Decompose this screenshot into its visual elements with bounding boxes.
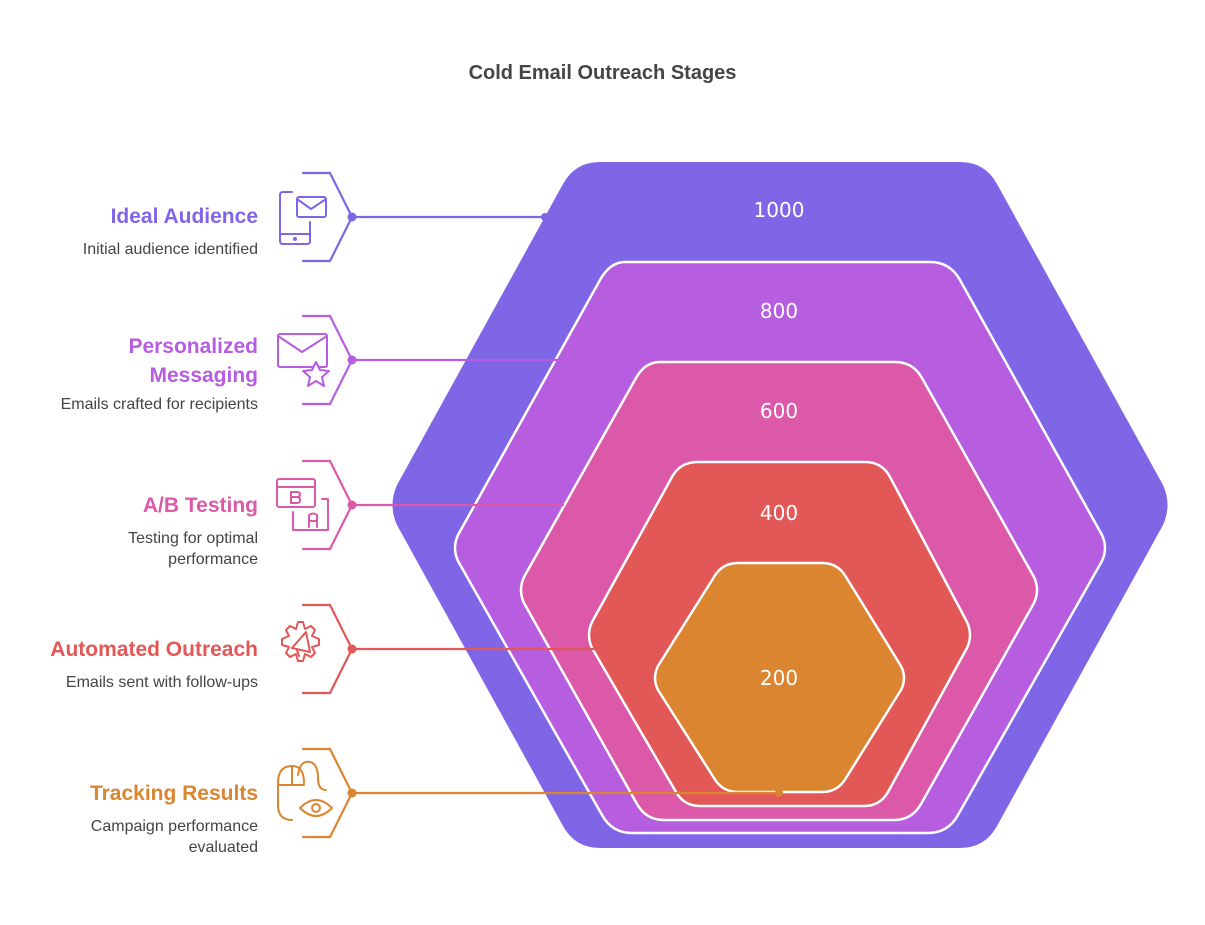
stage-label: A/B Testing	[142, 494, 258, 517]
stage-ab-testing: A/B Testing Testing for optimal performa…	[0, 491, 258, 570]
stage-description: Initial audience identified	[82, 241, 258, 258]
stage-description: Emails sent with follow-ups	[65, 674, 258, 691]
diagram-title: Cold Email Outreach Stages	[468, 62, 737, 84]
stage-description: Emails crafted for recipients	[60, 396, 258, 413]
gear-megaphone-icon	[281, 621, 320, 662]
stage-label: Ideal Audience	[110, 205, 258, 228]
value-stage-2: 800	[760, 299, 798, 323]
email-star-icon	[277, 333, 330, 387]
stage-personalized-messaging: Personalized Messaging Emails crafted fo…	[0, 332, 258, 415]
value-stage-3: 600	[760, 399, 798, 423]
stage-ideal-audience: Ideal Audience Initial audience identifi…	[0, 202, 258, 260]
stage-label: Automated Outreach	[50, 638, 258, 661]
stage-automated-outreach: Automated Outreach Emails sent with foll…	[0, 635, 258, 693]
mobile-email-icon	[279, 191, 327, 245]
stage-label: Tracking Results	[89, 782, 258, 805]
value-stage-5: 200	[760, 666, 798, 690]
stage-tracking-results: Tracking Results Campaign performance ev…	[0, 779, 258, 858]
mouse-eye-icon	[277, 760, 333, 821]
stage-label: Personalized Messaging	[128, 335, 258, 387]
stage-description: Campaign performance evaluated	[90, 818, 258, 856]
hexagon-stage-5	[653, 561, 906, 794]
value-stage-1: 1000	[754, 198, 805, 222]
connector-stage-1	[301, 171, 547, 263]
ab-test-icon	[276, 478, 329, 531]
value-stage-4: 400	[760, 501, 798, 525]
stage-description: Testing for optimal performance	[128, 530, 258, 568]
